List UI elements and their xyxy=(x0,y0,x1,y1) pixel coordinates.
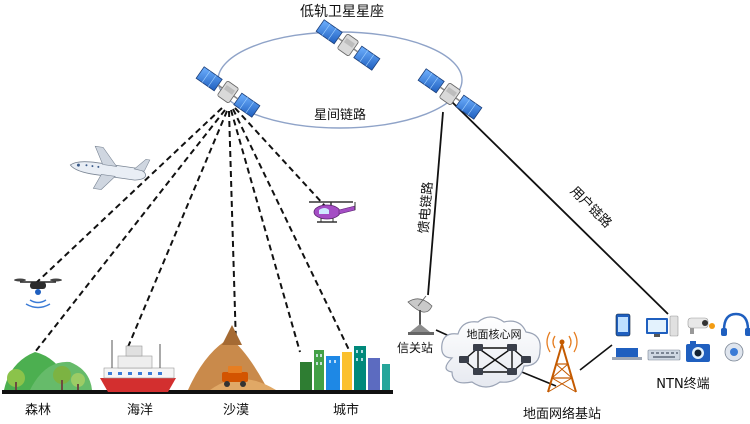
scene-label-desert: 沙漠 xyxy=(223,403,249,418)
feeder-link-label: 馈电链路 xyxy=(416,181,436,234)
satellite-left-icon xyxy=(194,64,262,120)
gateway-dish-icon xyxy=(407,295,434,335)
core-network-label: 地面核心网 xyxy=(467,327,522,341)
scene-label-forest: 森林 xyxy=(25,403,51,418)
scene-label-city: 城市 xyxy=(333,402,359,418)
isl-label: 星间链路 xyxy=(314,107,366,123)
ntn-terminals-group xyxy=(612,312,750,362)
core-network-cloud-icon xyxy=(441,316,541,388)
helicopter-icon xyxy=(309,201,356,223)
laptop-icon xyxy=(612,348,642,360)
satellite-top-icon xyxy=(314,17,382,73)
photo-camera-icon xyxy=(686,341,710,362)
city-scene xyxy=(300,346,390,390)
beam-lines xyxy=(34,107,351,353)
speaker-icon xyxy=(724,342,744,362)
user-link-label: 用户链路 xyxy=(567,183,615,231)
scene-label-ocean: 海洋 xyxy=(127,403,153,418)
base-station-tower-icon xyxy=(546,331,578,393)
headphones-icon xyxy=(721,312,750,336)
forest-scene xyxy=(4,352,92,390)
keyboard-icon xyxy=(647,349,681,361)
user-link-line xyxy=(449,99,669,315)
desktop-monitor-icon xyxy=(646,315,679,337)
desert-scene xyxy=(188,325,276,390)
airplane-icon xyxy=(69,145,151,190)
camera-icon xyxy=(687,317,715,334)
tablet-icon xyxy=(615,313,631,337)
base-station-label: 地面网络基站 xyxy=(523,406,601,422)
drone-icon xyxy=(14,278,62,309)
constellation-title: 低轨卫星星座 xyxy=(300,4,384,20)
gateway-label: 信关站 xyxy=(397,341,433,355)
ntn-terminal-label: NTN终端 xyxy=(656,376,709,392)
base-terminal-link xyxy=(579,344,613,371)
feeder-link-line xyxy=(427,111,444,296)
ocean-scene xyxy=(100,340,176,392)
satellite-right-icon xyxy=(416,66,484,122)
